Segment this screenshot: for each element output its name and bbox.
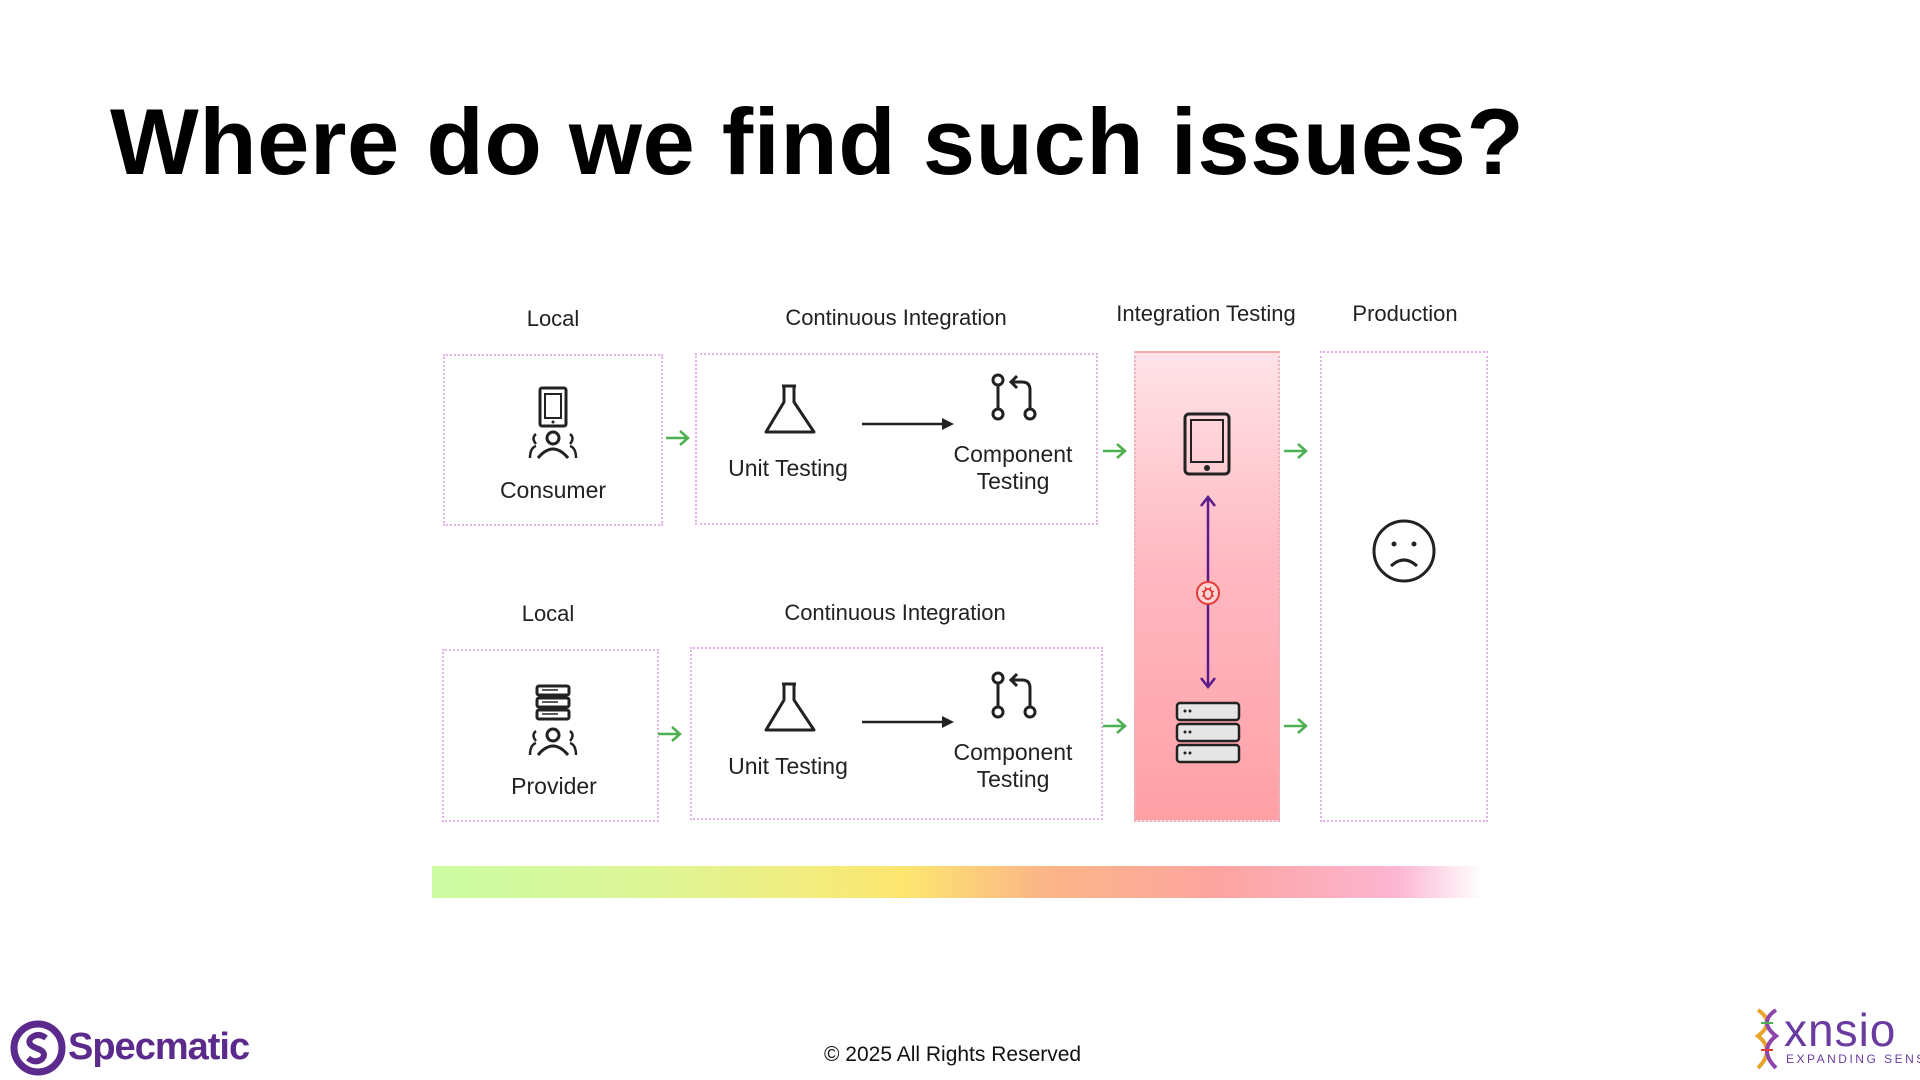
bottom-ci-label: Continuous Integration xyxy=(784,600,1006,625)
top-unit-testing-label: Unit Testing xyxy=(728,455,848,481)
top-flow-arrow xyxy=(862,418,954,430)
bottom-component-testing-label: Component Testing xyxy=(953,739,1073,792)
top-ci-box xyxy=(695,353,1098,525)
green-arrow-icon xyxy=(666,430,690,446)
top-component-testing-label: Component Testing xyxy=(953,441,1073,494)
provider-local-box xyxy=(442,649,659,822)
xnsio-logo-text: xnsio xyxy=(1784,1004,1897,1056)
consumer-icon xyxy=(528,386,578,459)
copyright-text: © 2025 All Rights Reserved xyxy=(824,1043,1082,1066)
consumer-label: Consumer xyxy=(499,477,607,503)
xnsio-tagline: EXPANDING SENSE xyxy=(1786,1052,1920,1066)
bottom-ci-box xyxy=(690,647,1103,820)
top-ci-label: Continuous Integration xyxy=(785,305,1007,330)
sad-face-icon xyxy=(1372,519,1436,583)
bottom-local-label: Local xyxy=(521,601,575,626)
consumer-local-box xyxy=(443,354,663,526)
provider-icon xyxy=(528,684,578,756)
specmatic-logo-text: Specmatic xyxy=(68,1026,250,1068)
cost-gradient-bar xyxy=(432,866,1482,898)
xnsio-logo-icon xyxy=(1754,1008,1780,1070)
flask-icon xyxy=(764,384,816,434)
slide-title: Where do we find such issues? xyxy=(110,89,1525,194)
bug-icon xyxy=(1196,581,1220,605)
specmatic-logo-icon xyxy=(10,1020,66,1076)
green-arrow-icon xyxy=(1103,443,1127,459)
integration-testing-label: Integration Testing xyxy=(1116,301,1296,326)
merge-icon xyxy=(991,373,1037,421)
flask-icon xyxy=(764,682,816,732)
production-label: Production xyxy=(1352,301,1458,326)
bottom-flow-arrow xyxy=(862,716,954,728)
green-arrow-icon xyxy=(1284,443,1308,459)
server-icon xyxy=(1175,701,1241,764)
provider-label: Provider xyxy=(511,773,597,799)
tablet-icon xyxy=(1183,412,1231,476)
top-local-label: Local xyxy=(526,306,580,331)
merge-icon xyxy=(991,671,1037,719)
bottom-unit-testing-label: Unit Testing xyxy=(728,753,848,779)
green-arrow-icon xyxy=(1103,718,1127,734)
production-column xyxy=(1320,351,1488,822)
green-arrow-icon xyxy=(1284,718,1308,734)
green-arrow-icon xyxy=(658,726,682,742)
